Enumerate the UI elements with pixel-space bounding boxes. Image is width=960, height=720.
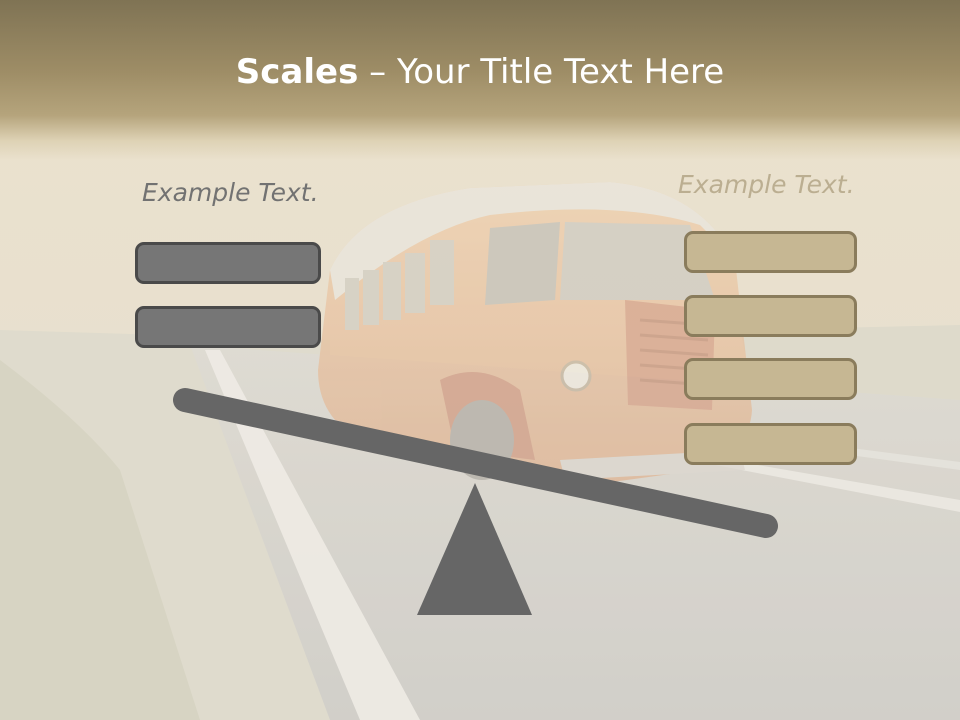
scale-beam <box>173 388 778 538</box>
right-text-box-2 <box>684 295 857 337</box>
slide-title: Scales – Your Title Text Here <box>0 52 960 92</box>
right-text-box-1 <box>684 231 857 273</box>
right-text-box-4 <box>684 423 857 465</box>
title-rest: – Your Title Text Here <box>358 52 725 92</box>
scale-fulcrum <box>417 483 532 615</box>
bus-illustration <box>318 182 752 485</box>
right-example-text: Example Text. <box>678 170 855 199</box>
title-bold: Scales <box>235 52 359 92</box>
left-text-box-1 <box>135 242 321 284</box>
left-example-text: Example Text. <box>142 178 319 207</box>
title-bar <box>0 0 960 160</box>
right-text-box-3 <box>684 358 857 400</box>
left-text-box-2 <box>135 306 321 348</box>
